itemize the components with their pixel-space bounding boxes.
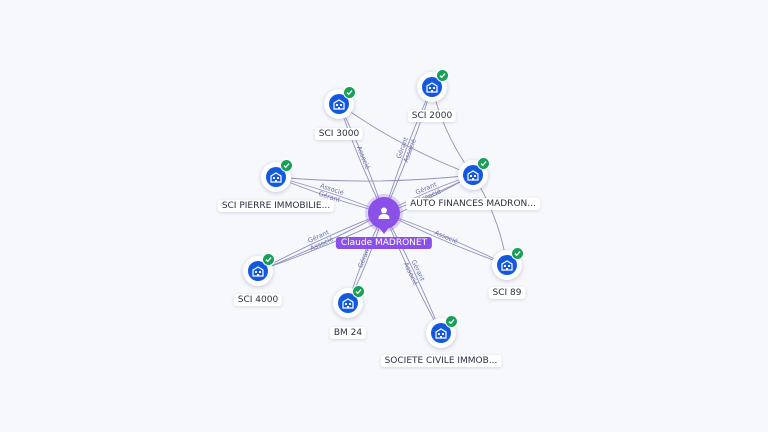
company-label-sci2000[interactable]: SCI 2000 — [407, 110, 457, 122]
verified-check-icon — [280, 159, 293, 172]
company-label-sci89[interactable]: SCI 89 — [488, 287, 526, 299]
person-icon — [378, 207, 390, 219]
edge-label-sci3000: Associé — [355, 145, 372, 171]
building-icon — [422, 77, 442, 97]
building-icon — [497, 255, 517, 275]
verified-check-icon — [352, 285, 365, 298]
building-icon — [248, 261, 268, 281]
verified-check-icon — [436, 69, 449, 82]
building-icon — [463, 165, 483, 185]
company-node-sci2000[interactable] — [417, 69, 449, 102]
company-node-scipierre[interactable] — [261, 159, 293, 192]
company-node-sci89[interactable] — [492, 247, 524, 280]
edge-scipierre-auto — [275, 174, 474, 182]
company-node-bm24[interactable] — [333, 285, 365, 318]
verified-check-icon — [477, 157, 490, 170]
company-node-soc[interactable] — [426, 315, 458, 348]
verified-check-icon — [445, 315, 458, 328]
edge-sci4000-auto — [257, 174, 474, 272]
edge-sci3000-auto — [338, 103, 474, 176]
building-icon — [338, 293, 358, 313]
company-label-bm24[interactable]: BM 24 — [329, 327, 367, 339]
edge-label-sci89: Associé — [433, 229, 459, 246]
verified-check-icon — [262, 253, 275, 266]
person-node[interactable] — [368, 197, 400, 229]
company-node-auto[interactable] — [458, 157, 490, 190]
company-node-sci4000[interactable] — [243, 253, 275, 286]
verified-check-icon — [343, 86, 356, 99]
company-label-scipierre[interactable]: SCI PIERRE IMMOBILIE... — [217, 200, 335, 212]
person-label[interactable]: Claude MADRONET — [335, 237, 433, 249]
company-label-auto[interactable]: AUTO FINANCES MADRON... — [406, 198, 540, 210]
company-node-sci3000[interactable] — [324, 86, 356, 119]
building-icon — [431, 323, 451, 343]
verified-check-icon — [511, 247, 524, 260]
person-marker-tip — [378, 226, 390, 234]
company-label-soc[interactable]: SOCIETE CIVILE IMMOB... — [380, 355, 502, 367]
building-icon — [329, 94, 349, 114]
company-label-sci3000[interactable]: SCI 3000 — [314, 128, 364, 140]
building-icon — [266, 167, 286, 187]
company-label-sci4000[interactable]: SCI 4000 — [233, 294, 283, 306]
